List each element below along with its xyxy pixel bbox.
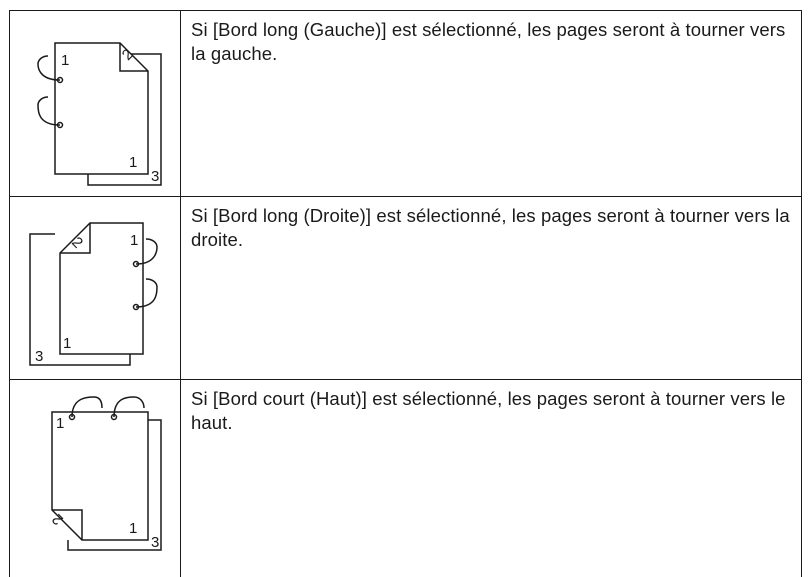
page-number-corner: 1 bbox=[129, 520, 137, 537]
binding-options-table: 1 2 1 3 Si [Bord long (Gauche)] est séle… bbox=[9, 10, 802, 577]
illustration-cell: 1 2 1 3 bbox=[10, 11, 181, 197]
illustration-cell: 1 2 1 3 bbox=[10, 380, 181, 577]
page-number-back: 3 bbox=[151, 534, 159, 551]
illustration-cell: 1 2 1 3 bbox=[10, 197, 181, 380]
page-number-front: 1 bbox=[61, 52, 69, 69]
page-number-corner: 1 bbox=[129, 154, 137, 171]
page-number-front: 1 bbox=[130, 232, 138, 249]
page-number-back: 3 bbox=[35, 348, 43, 365]
page-number-corner: 1 bbox=[63, 335, 71, 352]
top-edge-binding-icon: 1 2 1 3 bbox=[30, 400, 180, 550]
page-number-front: 1 bbox=[56, 415, 64, 432]
left-edge-binding-icon: 1 2 1 3 bbox=[30, 31, 180, 181]
right-edge-binding-icon: 1 2 1 3 bbox=[30, 217, 180, 367]
page-number-back: 3 bbox=[151, 168, 159, 185]
table-row: 1 2 1 3 Si [Bord court (Haut)] est sélec… bbox=[10, 380, 802, 577]
description-text: Si [Bord long (Droite)] est sélectionné,… bbox=[181, 197, 802, 380]
table-row: 1 2 1 3 Si [Bord long (Droite)] est séle… bbox=[10, 197, 802, 380]
description-text: Si [Bord long (Gauche)] est sélectionné,… bbox=[181, 11, 802, 197]
table-row: 1 2 1 3 Si [Bord long (Gauche)] est séle… bbox=[10, 11, 802, 197]
description-text: Si [Bord court (Haut)] est sélectionné, … bbox=[181, 380, 802, 577]
